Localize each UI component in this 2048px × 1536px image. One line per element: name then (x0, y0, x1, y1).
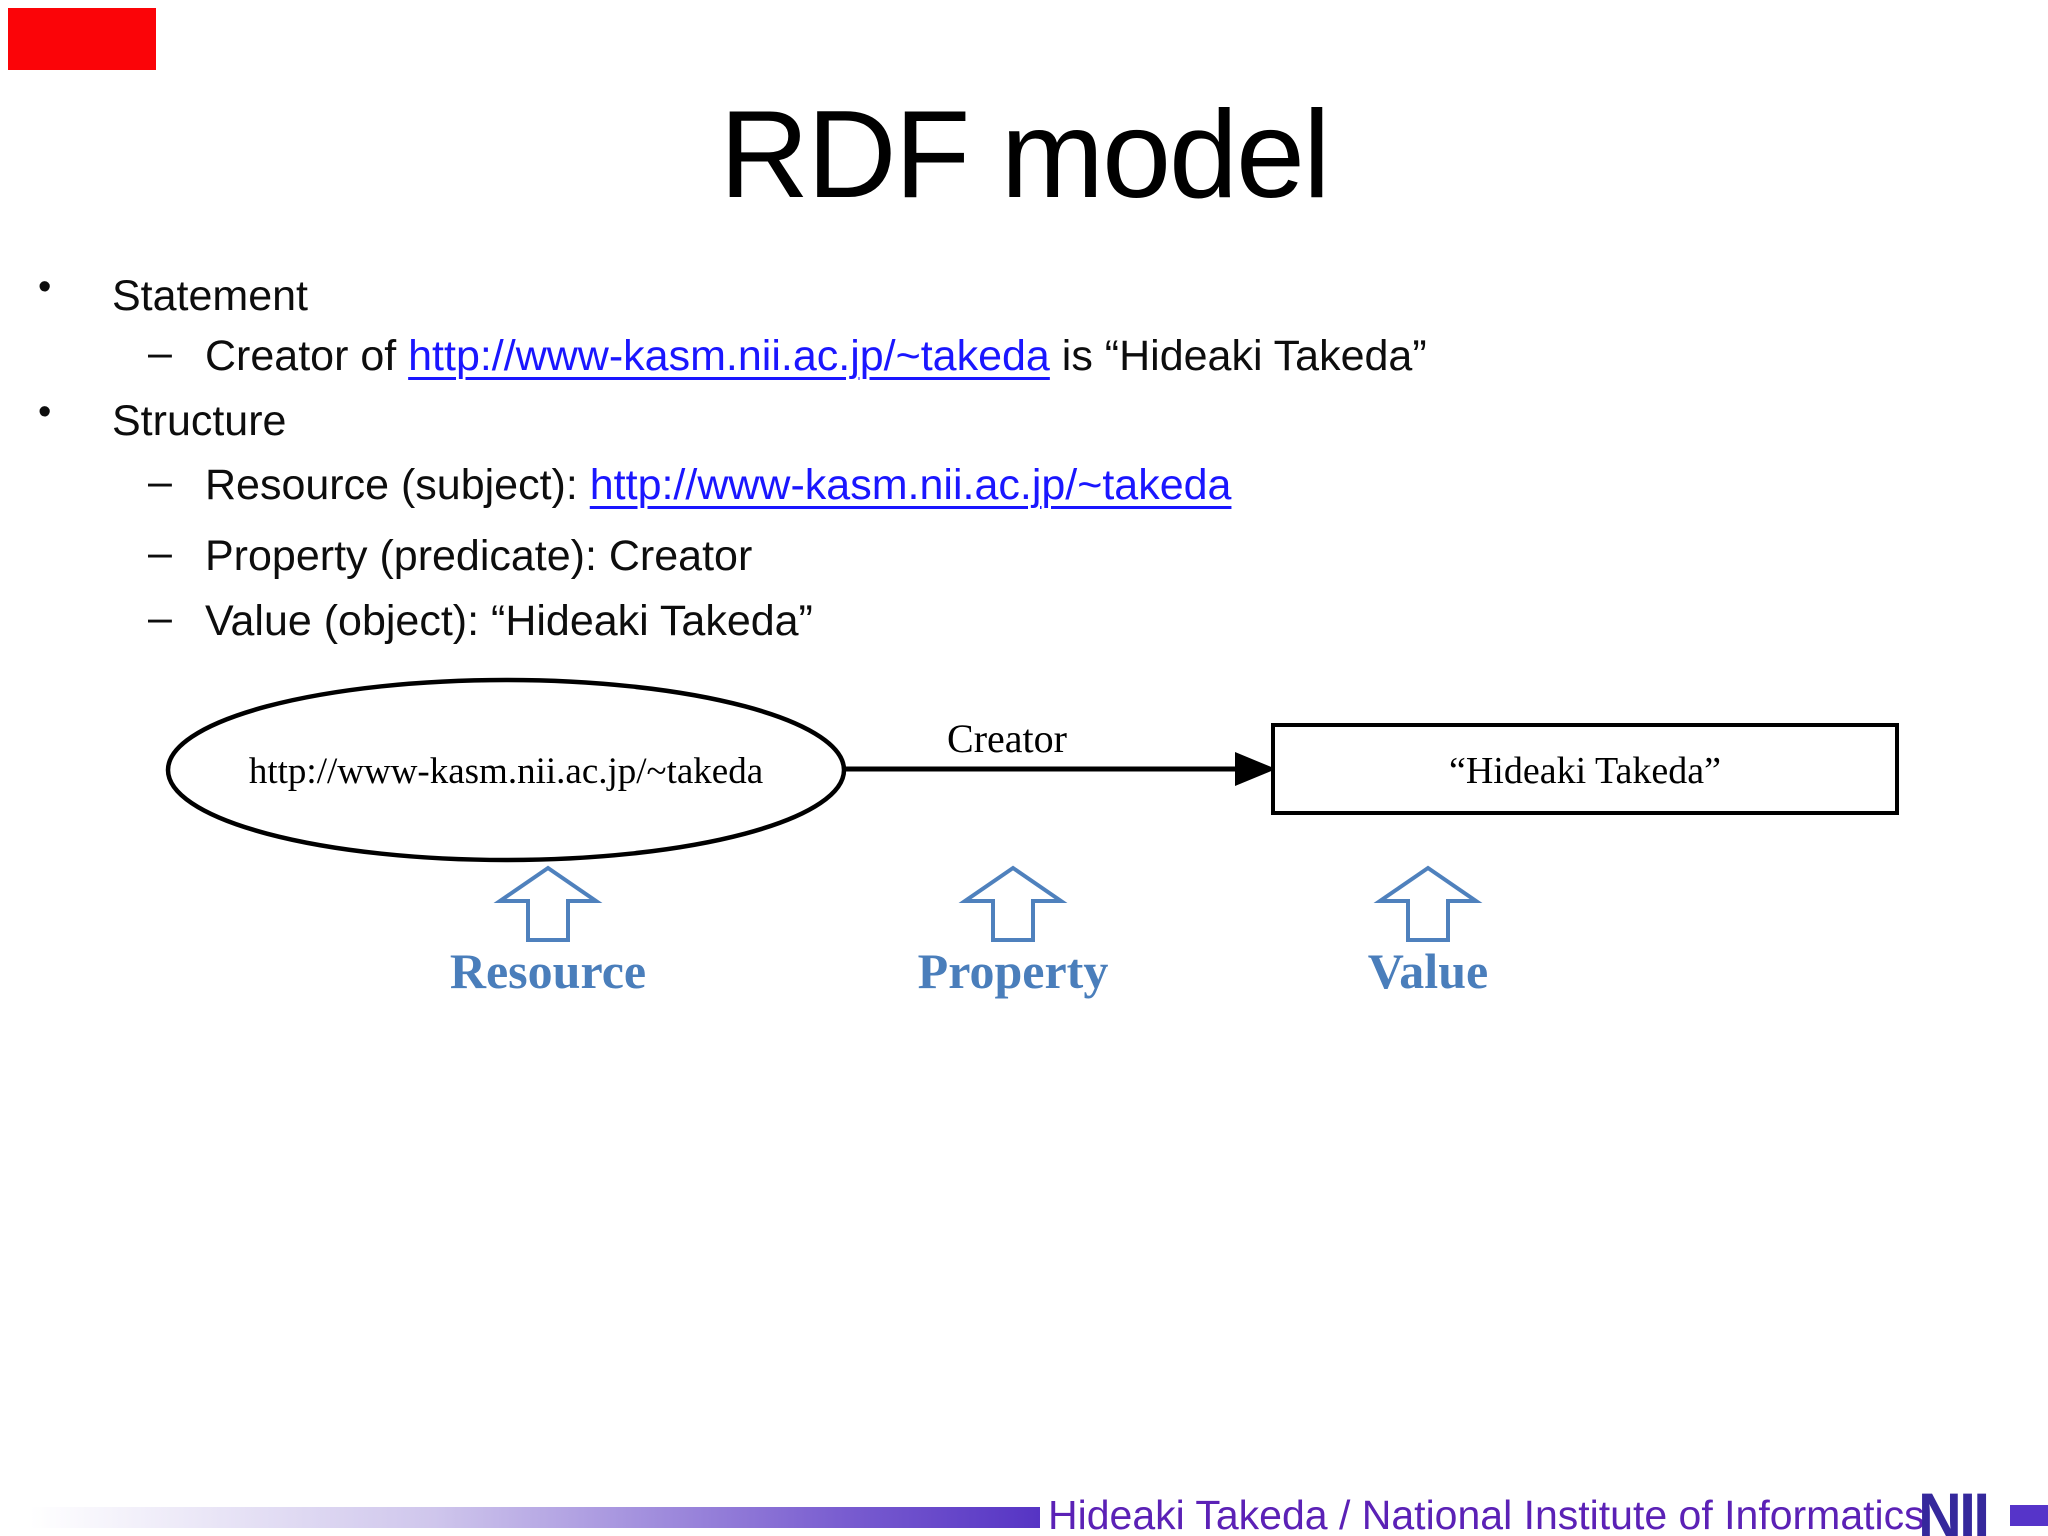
bullet-statement-label: Statement (112, 272, 308, 320)
resource-ellipse (165, 677, 847, 863)
dash-icon: – (148, 458, 172, 506)
annotation-property: Property (918, 943, 1109, 999)
up-arrow-icon (1373, 865, 1483, 942)
bullet-value: – Value (object): “Hideaki Takeda” (0, 594, 2048, 657)
bullet-resource-text: Resource (subject): http://www-kasm.nii.… (205, 461, 1231, 510)
bullet-property-text: Property (predicate): Creator (205, 532, 753, 580)
bullet-structure-label: Structure (112, 397, 287, 445)
annotation-value: Value (1368, 943, 1488, 999)
bullet-resource: – Resource (subject): http://www-kasm.ni… (0, 458, 2048, 521)
up-arrow-icon (958, 865, 1068, 942)
footer-credit: Hideaki Takeda / National Institute of I… (1048, 1492, 1925, 1536)
dash-icon: – (148, 529, 172, 577)
slide-title: RDF model (719, 86, 1330, 224)
creator-prefix: Creator of (205, 332, 409, 380)
takeda-url-link[interactable]: http://www-kasm.nii.ac.jp/~takeda (589, 461, 1232, 509)
rdf-diagram: http://www-kasm.nii.ac.jp/~takeda Creato… (165, 677, 1899, 999)
resource-prefix: Resource (subject): (205, 461, 590, 509)
creator-suffix: is “Hideaki Takeda” (1049, 332, 1427, 380)
annotation-resource: Resource (450, 943, 646, 999)
bullet-property: – Property (predicate): Creator (0, 529, 2048, 592)
predicate-label: Creator (947, 716, 1067, 761)
dash-icon: – (148, 329, 172, 377)
footer-gradient-bar (30, 1507, 1040, 1528)
predicate-arrowhead-icon (1235, 752, 1276, 786)
value-box-label: “Hideaki Takeda” (1449, 750, 1721, 792)
nii-logo: NII (1918, 1479, 1990, 1536)
bullet-statement: • Statement (0, 266, 2048, 332)
bullet-structure: • Structure (0, 391, 2048, 457)
up-arrow-icon (493, 865, 603, 942)
bullet-icon: • (38, 391, 52, 433)
bullet-icon: • (38, 266, 52, 308)
bullet-creator-statement: – Creator of http://www-kasm.nii.ac.jp/~… (0, 329, 2048, 392)
bullet-creator-text: Creator of http://www-kasm.nii.ac.jp/~ta… (205, 332, 1427, 381)
nii-logo-square-icon (2010, 1505, 2048, 1526)
takeda-url-link[interactable]: http://www-kasm.nii.ac.jp/~takeda (408, 332, 1050, 380)
red-corner-badge (8, 8, 156, 70)
value-box (1271, 723, 1899, 815)
resource-ellipse-label: http://www-kasm.nii.ac.jp/~takeda (249, 751, 763, 792)
bullet-value-text: Value (object): “Hideaki Takeda” (205, 597, 813, 645)
dash-icon: – (148, 594, 172, 642)
